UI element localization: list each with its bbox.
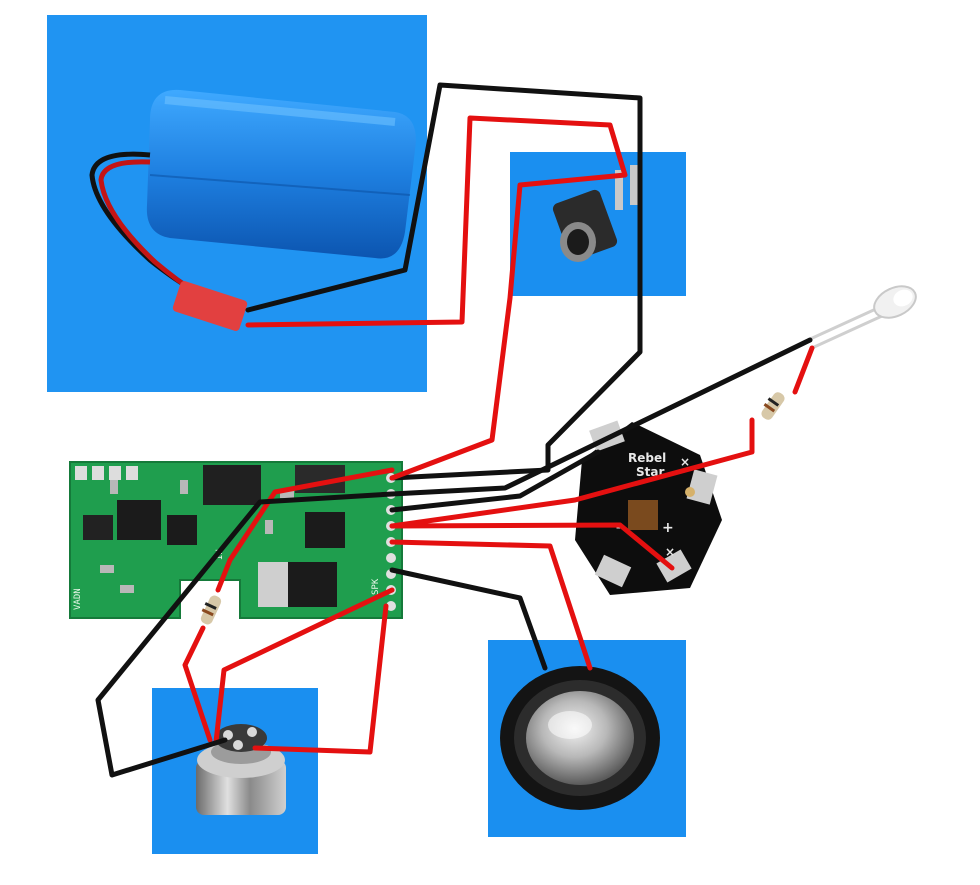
black-wire: [389, 449, 601, 513]
svg-text:×: ×: [665, 545, 675, 559]
power-led-icon: Rebel Star + − × ×: [575, 420, 722, 595]
wires: [95, 82, 815, 778]
red-wire: [389, 522, 675, 571]
speaker-icon: [488, 640, 686, 837]
red-wire: [182, 625, 213, 743]
pin-label-spk: SPK: [371, 578, 381, 595]
svg-text:×: ×: [680, 455, 690, 469]
black-wire: [389, 567, 548, 671]
red-wire: [389, 417, 755, 529]
red-wire: [252, 603, 389, 755]
battery-pack-icon: [47, 15, 427, 392]
pcb-icon: VADN IN SPK: [69, 461, 403, 619]
resistor-icon: [761, 392, 785, 420]
led-icon: [807, 285, 917, 350]
red-wire: [213, 587, 395, 745]
red-wire: [389, 539, 593, 671]
pcb-label-vadn: VADN: [73, 588, 83, 610]
dc-jack-icon: [510, 152, 686, 296]
black-wire: [95, 491, 395, 778]
red-wire: [792, 345, 815, 395]
push-button-switch-icon: [152, 688, 318, 854]
black-wire: [389, 337, 813, 497]
red-wire: [227, 467, 395, 563]
svg-text:+: +: [662, 520, 674, 536]
resistor-icon: [200, 595, 222, 625]
red-wire: [245, 115, 628, 481]
red-wire: [215, 557, 233, 593]
rebel-star-text-1: Rebel: [628, 451, 666, 465]
